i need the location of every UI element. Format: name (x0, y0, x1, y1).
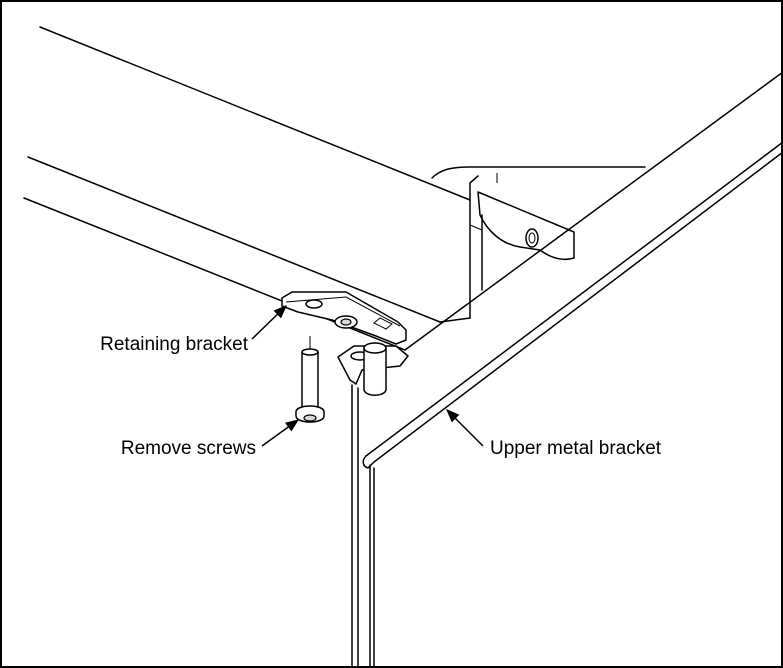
rear-corner-bracket (431, 166, 646, 291)
retaining-bracket-label: Retaining bracket (100, 334, 249, 355)
callout-leaders (251, 305, 484, 447)
screw (295, 336, 325, 423)
mounting-clip (337, 342, 409, 396)
top-beam (23, 26, 471, 351)
remove-screws-leader (261, 419, 300, 447)
retaining-bracket (281, 291, 407, 345)
upper-metal-bracket (362, 71, 783, 668)
retaining-bracket-leader (251, 305, 287, 340)
side-panel-edge (351, 384, 359, 668)
upper-metal-bracket-label: Upper metal bracket (490, 438, 662, 459)
remove-screws-label: Remove screws (121, 438, 256, 459)
upper-metal-bracket-leader (446, 409, 484, 447)
